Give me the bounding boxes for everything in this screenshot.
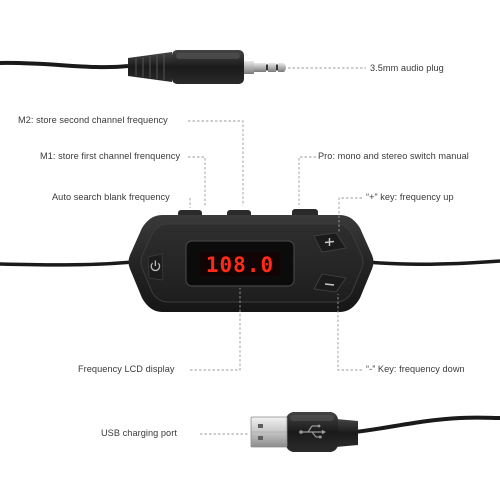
label-pro-mono-stereo-switch: Pro: mono and stereo switch manual <box>318 151 469 161</box>
plus-icon <box>324 238 335 246</box>
label-minus-key: “-” Key: frequency down <box>366 364 465 374</box>
label-m2-store-second-channel: M2: store second channel frequency <box>18 115 168 125</box>
power-button[interactable] <box>147 253 164 281</box>
usb-cable <box>354 415 500 434</box>
usb-symbol-icon <box>299 424 326 439</box>
lcd-frequency-value: 108.0 <box>206 253 274 277</box>
label-m1-store-first-channel: M1: store first channel frenquency <box>40 151 181 161</box>
audio-plug-sleeve <box>244 61 254 74</box>
right-cable <box>367 259 500 266</box>
minus-icon <box>324 283 335 286</box>
transmitter-body: 108.0 <box>128 209 374 312</box>
label-auto-search: Auto search blank frequency <box>52 192 170 202</box>
audio-plug <box>0 50 286 84</box>
usb-strain-relief <box>336 419 358 447</box>
label-audio-plug: 3.5mm audio plug <box>370 63 444 73</box>
left-cable <box>0 260 133 267</box>
audio-plug-ring <box>254 63 266 72</box>
power-icon <box>150 260 161 272</box>
audio-cable <box>0 60 129 70</box>
leader-lines <box>188 67 366 435</box>
audio-plug-tip <box>278 63 286 72</box>
label-frequency-lcd-display: Frequency LCD display <box>78 364 175 374</box>
label-usb-charging-port: USB charging port <box>101 428 177 438</box>
audio-plug-grip-ridges <box>135 54 165 80</box>
lcd-display <box>200 252 280 276</box>
minus-button[interactable] <box>313 273 347 293</box>
usb-plug <box>250 412 500 452</box>
label-plus-key: “+” key: frequency up <box>366 192 454 202</box>
